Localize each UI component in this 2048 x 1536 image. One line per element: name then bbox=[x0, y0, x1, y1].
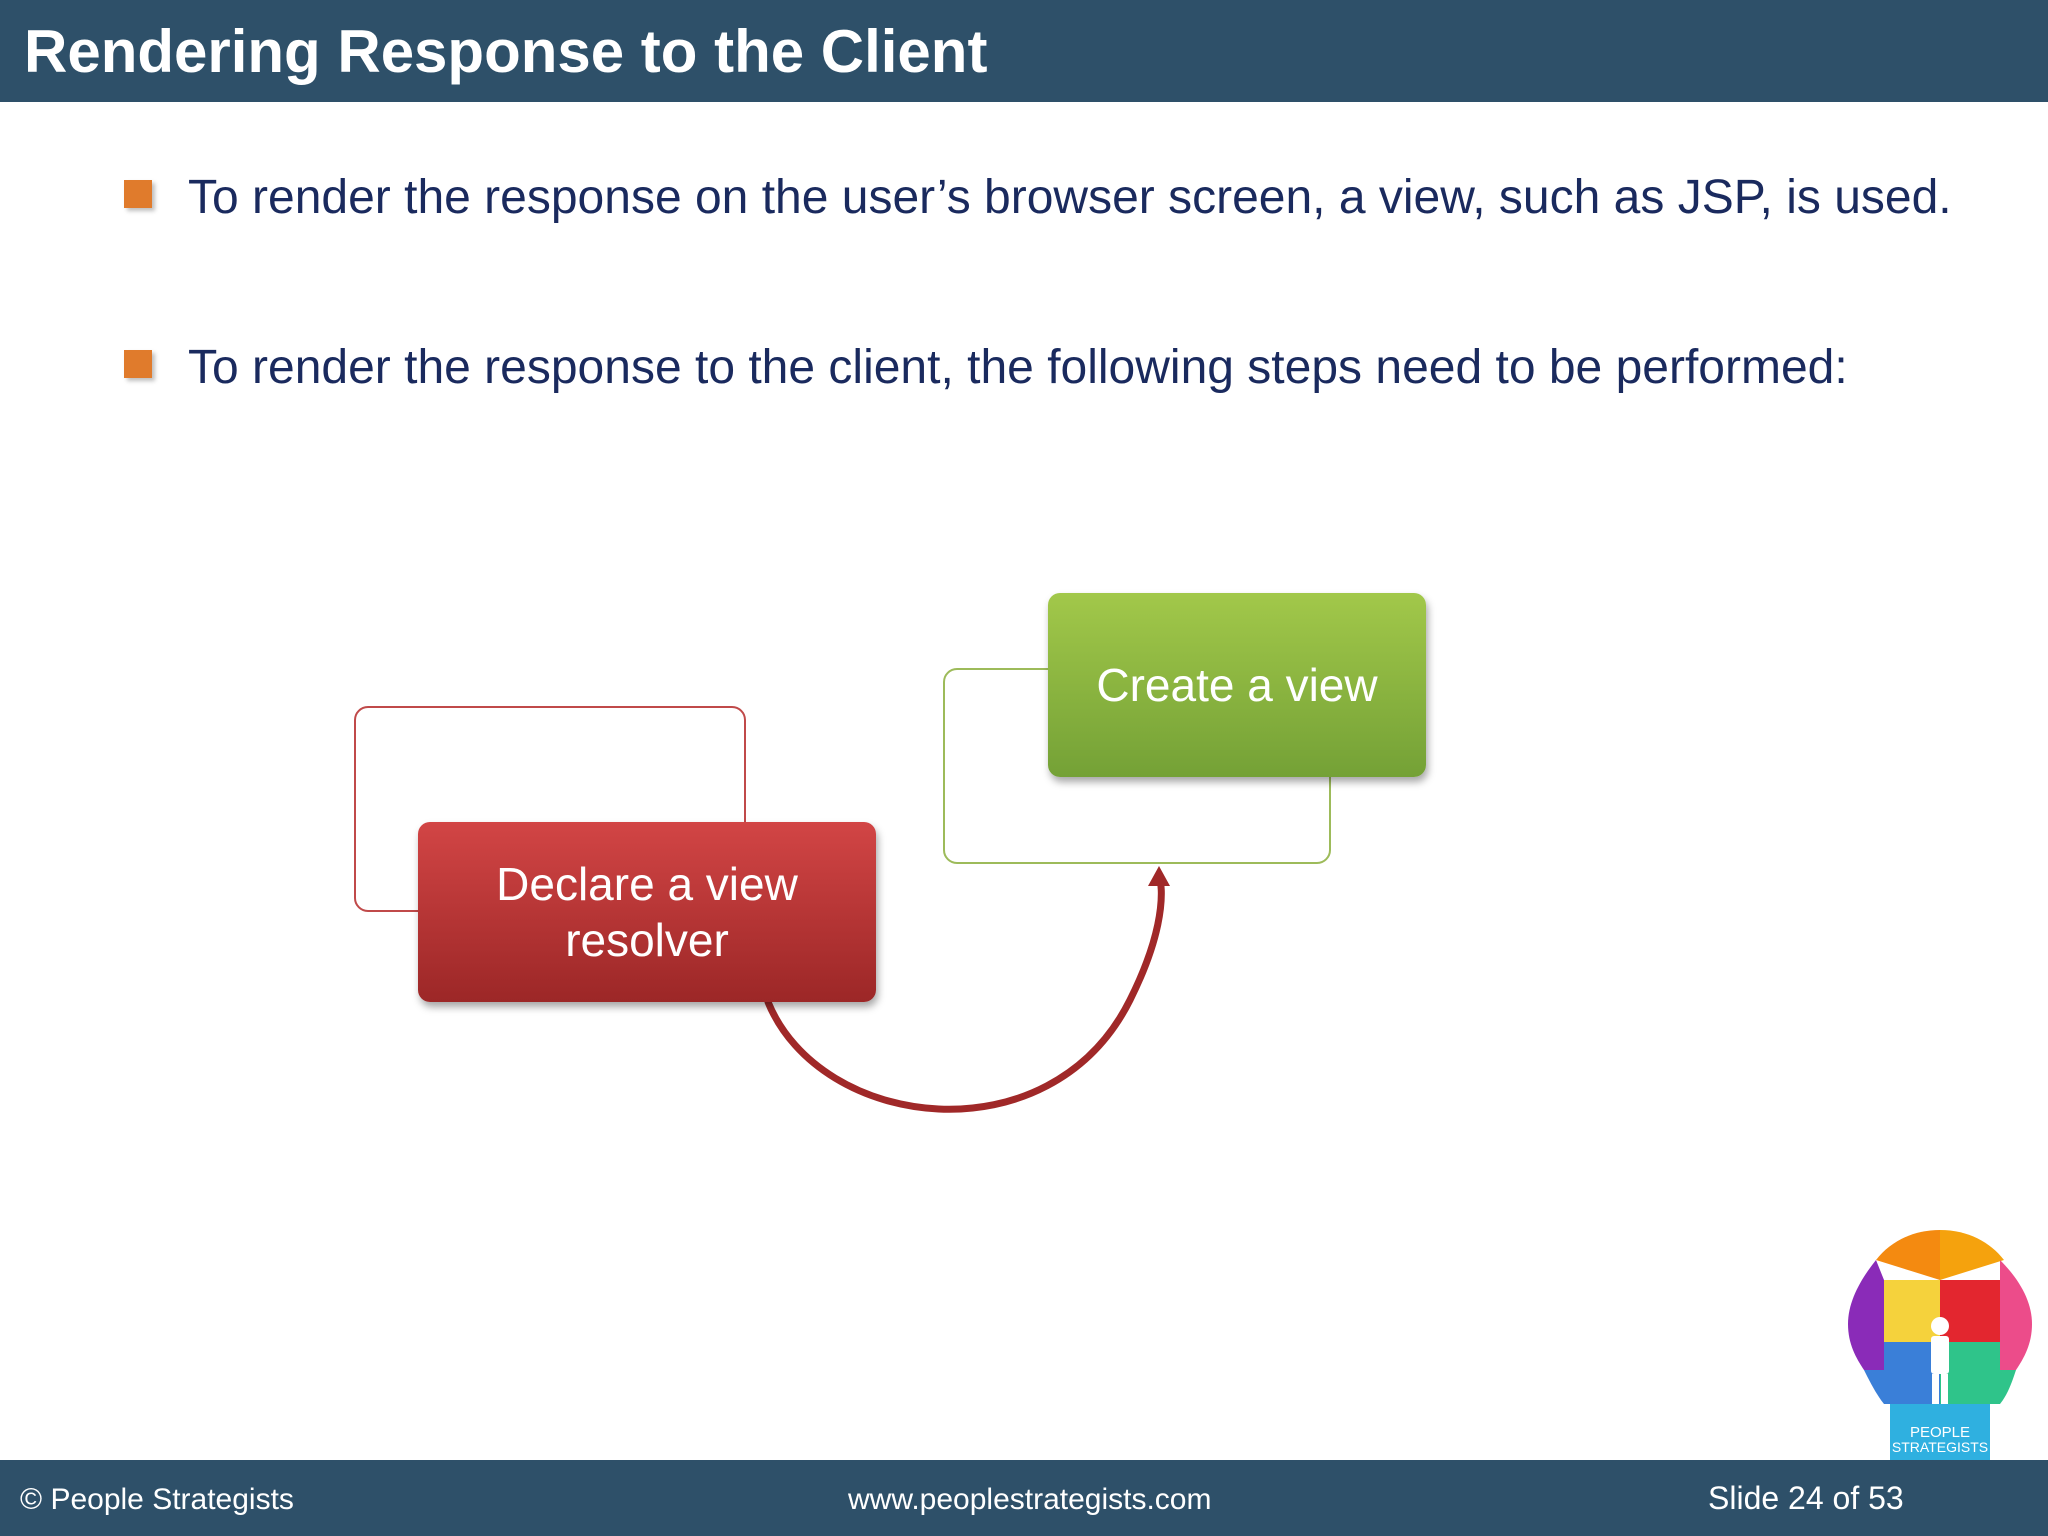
person-head-icon bbox=[1931, 1317, 1949, 1335]
footer-copyright: © People Strategists bbox=[20, 1483, 294, 1516]
arrow-head-icon bbox=[1148, 866, 1170, 886]
title-bar: Rendering Response to the Client bbox=[0, 0, 2048, 102]
step-create-view: Create a view bbox=[1048, 593, 1426, 777]
step2-label: Create a view bbox=[1096, 659, 1378, 711]
slide-title: Rendering Response to the Client bbox=[24, 18, 988, 85]
footer-website: www.peoplestrategists.com bbox=[848, 1483, 1212, 1516]
bullet-square-icon bbox=[124, 350, 152, 378]
curved-arrow-path bbox=[764, 874, 1165, 1113]
bullet-text: To render the response to the client, th… bbox=[188, 341, 1848, 394]
bullet-square-icon bbox=[124, 180, 152, 208]
footer-bar: © People Strategists www.peoplestrategis… bbox=[0, 1460, 2048, 1536]
step-declare-view-resolver: Declare a view resolver bbox=[418, 822, 876, 1002]
bullet-text: To render the response on the user’s bro… bbox=[188, 171, 1952, 224]
step1-label: Declare a view resolver bbox=[496, 858, 798, 966]
slide-number: Slide 24 of 53 bbox=[1708, 1480, 1904, 1516]
logo-text-line2: STRATEGISTS bbox=[1892, 1439, 1988, 1455]
person-body-icon bbox=[1931, 1336, 1949, 1374]
logo-text-line1: PEOPLE bbox=[1910, 1424, 1970, 1441]
